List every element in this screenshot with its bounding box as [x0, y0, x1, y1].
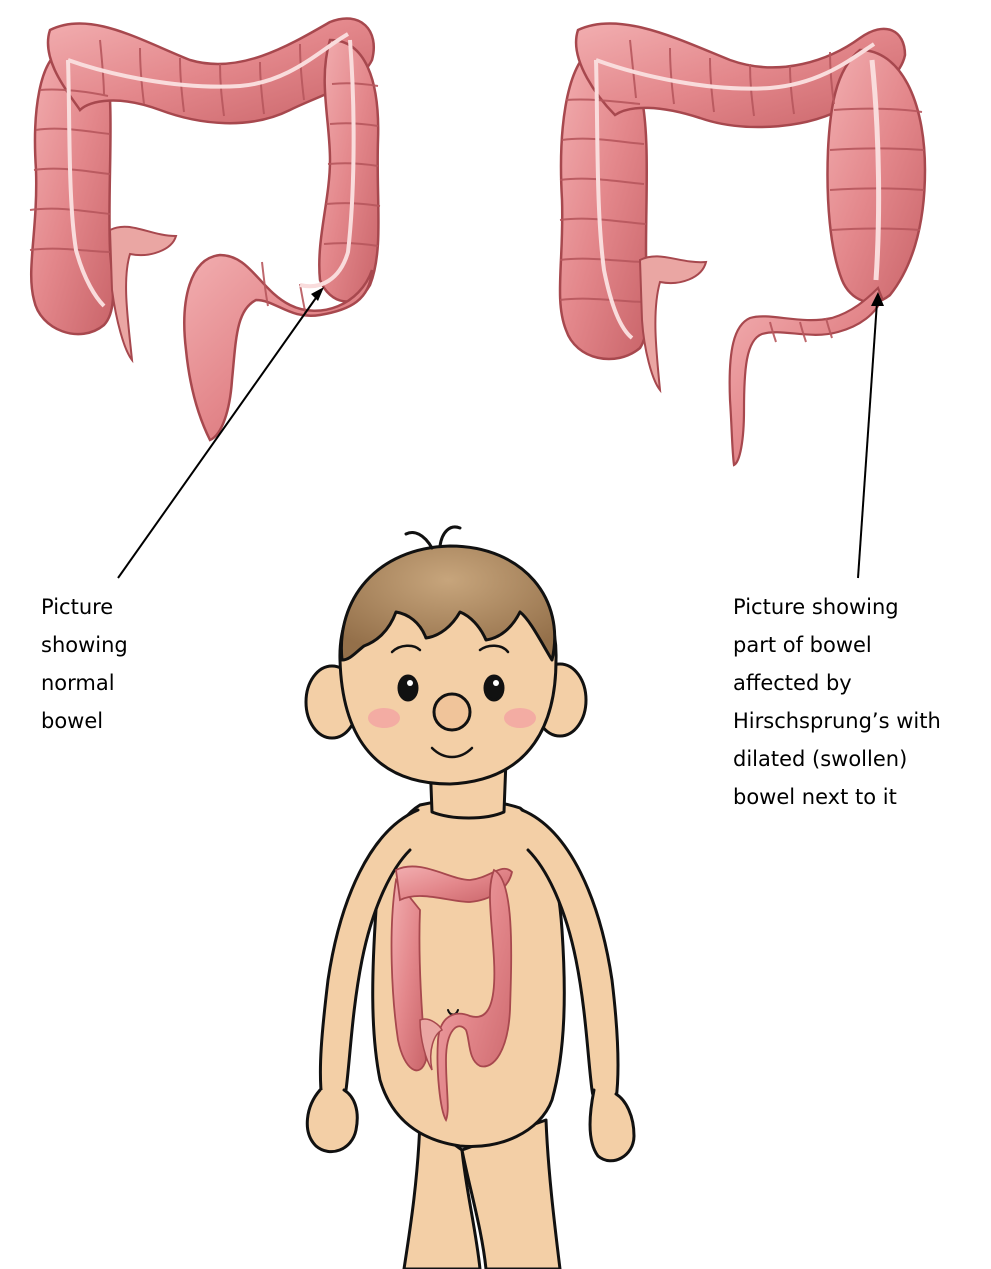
affected-bowel-pointer [858, 302, 877, 578]
caption-normal-bowel: Picture showing normal bowel [41, 588, 191, 740]
normal-bowel-arrowhead [311, 287, 324, 301]
caption-affected-bowel: Picture showing part of bowel affected b… [733, 588, 988, 816]
normal-bowel-illustration [30, 18, 380, 440]
